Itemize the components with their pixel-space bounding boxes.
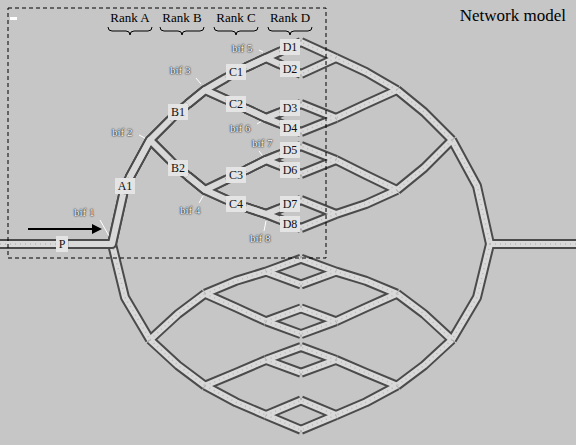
channel-connector [129,140,170,178]
segment-label-box: C3 [226,167,246,183]
bifurcation-label: bif 3 [170,64,190,77]
segment-label: D2 [283,62,298,76]
channel-outline [246,109,280,124]
segment-label-box: D7 [280,196,301,212]
segment-label: D6 [283,163,298,177]
segment-label: D5 [283,143,298,157]
channel-connector [188,90,226,104]
segment-label-box: C4 [226,196,246,212]
channel-connector [246,52,280,68]
scale-bar [10,17,17,20]
channel-connector [188,176,226,199]
segment-label-box: D2 [280,61,301,77]
segment-label-box: D3 [280,100,301,116]
segment-label: C2 [229,97,243,111]
segment-label: B2 [171,161,185,175]
channel-outline [188,90,226,104]
segment-label: C4 [229,197,243,211]
segment-label-box: B1 [168,104,188,120]
channel-lumen [0,42,576,430]
bifurcation-label: bif 1 [74,206,94,219]
channel-outline-layer [68,52,279,244]
segment-label: D1 [283,40,298,54]
segment-label: D8 [283,217,298,231]
rank-label: Rank B [162,10,201,25]
rank-brace [108,27,152,35]
channel-outline [246,207,280,219]
leader-line [196,78,201,84]
rank-braces [108,27,312,35]
bifurcation-label: bif 6 [230,122,250,135]
channel-outline [246,155,280,170]
channel-connector [246,155,280,170]
channel-outline [129,140,170,178]
channel-outline [246,58,280,67]
channel-connector [129,120,170,178]
flow-arrow-head [92,224,102,234]
segment-label: D4 [283,121,298,135]
channel-cells [0,42,576,430]
leader-line [139,135,145,138]
model-region-frame [8,8,326,258]
channel-outline [68,194,123,244]
channel-outline [129,120,170,178]
leader-line [257,121,262,124]
leader-line [199,196,203,203]
rank-brace [214,27,258,35]
segment-label: A1 [118,179,133,193]
channel-connector [246,160,280,170]
segment-label: C1 [229,65,243,79]
segment-label-box: D1 [280,39,301,55]
rank-label: Rank D [270,10,310,25]
rank-label: Rank A [110,10,149,25]
segment-label-box: C2 [226,96,246,112]
segment-label: P [59,237,66,251]
segment-label-box: C1 [226,64,246,80]
segment-label: D3 [283,101,298,115]
channel-walls [0,42,576,430]
rank-brace [160,27,204,35]
channel-outline [188,176,226,199]
channel-connector [188,78,226,104]
segment-label: C3 [229,168,243,182]
segment-label-box: B2 [168,160,188,176]
segment-label-box: P [56,236,69,252]
channel-connector [246,109,280,124]
segment-label-box: A1 [115,178,136,194]
connector-group [68,52,279,244]
channel-connector [68,194,123,244]
bifurcation-label: bif 2 [112,126,132,139]
segment-label-box: D5 [280,142,301,158]
rank-brace [268,27,312,35]
segment-label-box: D6 [280,162,301,178]
flow-arrow [28,228,92,230]
leader-line [259,50,263,52]
bifurcation-label: bif 8 [250,232,270,245]
segment-label-box: D4 [280,120,301,136]
bifurcation-label: bif 4 [180,204,200,217]
bifurcation-label: bif 5 [232,42,252,55]
channel-outline [188,78,226,104]
segment-label: D7 [283,197,298,211]
channel-connector [246,58,280,67]
channel-connector [246,207,280,219]
leader-line [264,221,266,231]
segment-label-box: D8 [280,216,301,232]
channel-outline [246,160,280,170]
diagram-title: Network model [460,6,566,26]
bifurcation-label: bif 7 [252,137,272,150]
segment-label: B1 [171,105,185,119]
leader-line [259,151,262,155]
rank-label: Rank C [216,10,255,25]
leader-line [100,220,109,236]
channel-outline [246,52,280,68]
